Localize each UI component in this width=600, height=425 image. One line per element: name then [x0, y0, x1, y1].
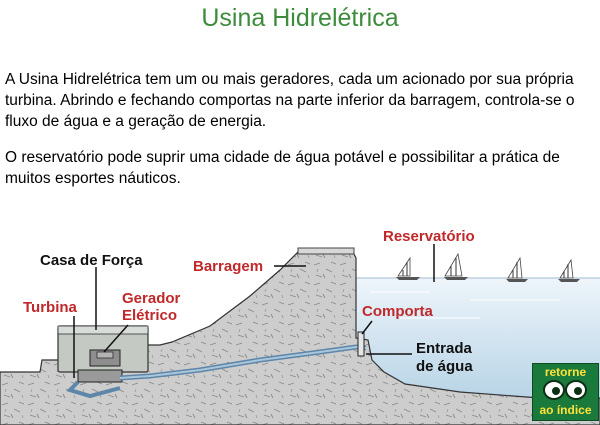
label-reservatorio: Reservatório: [383, 228, 475, 245]
label-gerador-line1: Gerador: [122, 290, 181, 307]
turbine: [77, 369, 123, 383]
sailboat-icon: [506, 256, 528, 282]
label-turbina: Turbina: [23, 299, 77, 316]
label-gerador-line2: Elétrico: [122, 307, 178, 324]
return-button-line1: retorne: [544, 365, 587, 379]
dam-crest: [297, 247, 355, 255]
sailboat-icon: [396, 256, 420, 280]
page-title: Usina Hidrelétrica: [201, 4, 399, 32]
sailboat-icon: [444, 252, 468, 280]
label-entrada-line2: de água: [416, 358, 473, 375]
intake-gate: [357, 331, 365, 357]
label-barragem: Barragem: [193, 258, 264, 275]
label-casa-de-forca: Casa de Força: [40, 252, 143, 269]
return-button-line2: ao índice: [539, 403, 592, 417]
eyes-icon: [543, 380, 587, 400]
return-to-index-button[interactable]: retorne ao índice: [532, 363, 599, 421]
sailboat-icon: [558, 258, 580, 282]
intro-paragraph: A Usina Hidrelétrica tem um ou mais gera…: [5, 71, 575, 130]
label-entrada-line1: Entrada: [416, 340, 472, 357]
reservoir-paragraph: O reservatório pode suprir uma cidade de…: [5, 149, 560, 187]
label-comporta: Comporta: [362, 303, 433, 320]
